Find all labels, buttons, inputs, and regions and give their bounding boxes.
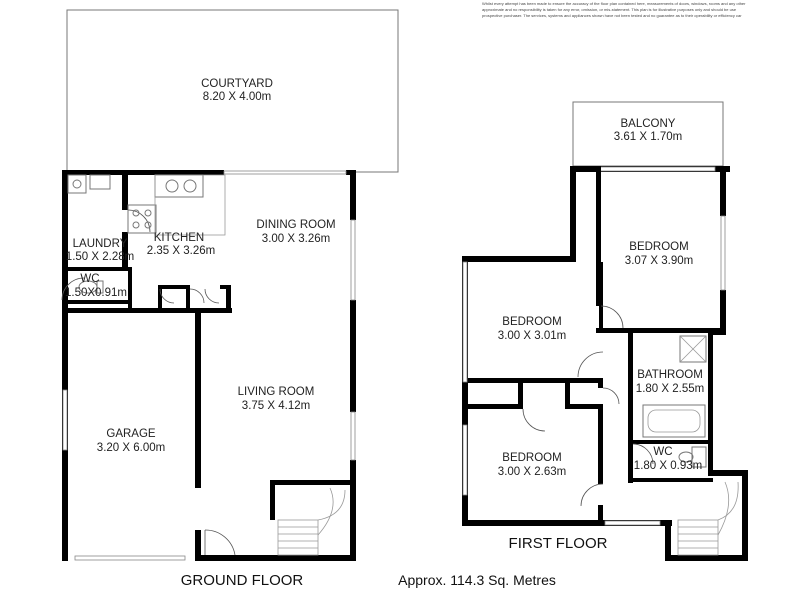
room-name: LIVING ROOM bbox=[238, 386, 315, 398]
room-name: BEDROOM bbox=[629, 241, 688, 253]
room-dining: DINING ROOM 3.00 X 3.26m bbox=[256, 219, 335, 245]
room-size: 3.20 X 6.00m bbox=[97, 442, 165, 454]
room-laundry: LAUNDRY 1.50 X 2.28m bbox=[66, 238, 134, 263]
room-name: COURTYARD bbox=[201, 78, 273, 90]
room-name: BALCONY bbox=[621, 118, 676, 130]
room-name: BATHROOM bbox=[637, 369, 703, 381]
disclaimer-line-2: approximate and no responsibility is tak… bbox=[482, 7, 737, 12]
first-floor-plan: BALCONY 3.61 X 1.70m BEDROOM 3.07 X 3.90… bbox=[462, 101, 748, 561]
room-size: 2.35 X 3.26m bbox=[147, 245, 215, 257]
room-bedroom-3: BEDROOM 3.00 X 2.63m bbox=[498, 452, 566, 478]
room-name: KITCHEN bbox=[154, 232, 204, 244]
disclaimer: Whilst every attempt has been made to en… bbox=[482, 1, 746, 18]
room-name: WC bbox=[653, 446, 672, 458]
room-courtyard: COURTYARD 8.20 X 4.00m bbox=[201, 78, 273, 103]
room-name: BEDROOM bbox=[502, 316, 561, 328]
room-wc-ground: WC 1.50X0.91m bbox=[65, 273, 127, 299]
ground-floor-title: GROUND FLOOR bbox=[181, 572, 304, 589]
disclaimer-line-1: Whilst every attempt has been made to en… bbox=[482, 1, 746, 6]
total-area: Approx. 114.3 Sq. Metres bbox=[398, 572, 556, 588]
room-size: 3.75 X 4.12m bbox=[242, 400, 310, 412]
room-size: 3.07 X 3.90m bbox=[625, 255, 693, 267]
room-size: 3.00 X 2.63m bbox=[498, 466, 566, 478]
room-name: WC bbox=[80, 273, 99, 285]
room-kitchen: KITCHEN 2.35 X 3.26m bbox=[147, 232, 215, 257]
room-balcony: BALCONY 3.61 X 1.70m bbox=[614, 118, 682, 143]
room-bathroom: BATHROOM 1.80 X 2.55m bbox=[636, 369, 704, 395]
room-size: 1.50 X 2.28m bbox=[66, 251, 134, 263]
room-size: 3.61 X 1.70m bbox=[614, 131, 682, 143]
first-floor-title: FIRST FLOOR bbox=[509, 535, 608, 552]
room-size: 3.00 X 3.01m bbox=[498, 330, 566, 342]
room-size: 1.80 X 2.55m bbox=[636, 383, 704, 395]
room-bedroom-1: BEDROOM 3.07 X 3.90m bbox=[625, 241, 693, 267]
room-name: LAUNDRY bbox=[73, 238, 128, 250]
room-living: LIVING ROOM 3.75 X 4.12m bbox=[238, 386, 315, 412]
room-name: DINING ROOM bbox=[256, 219, 335, 231]
room-size: 3.00 X 3.26m bbox=[262, 233, 330, 245]
room-size: 8.20 X 4.00m bbox=[203, 91, 271, 103]
room-name: GARAGE bbox=[106, 428, 156, 440]
room-name: BEDROOM bbox=[502, 452, 561, 464]
room-bedroom-2: BEDROOM 3.00 X 3.01m bbox=[498, 316, 566, 342]
room-wc-first: WC 1.80 X 0.93m bbox=[634, 446, 702, 472]
room-garage: GARAGE 3.20 X 6.00m bbox=[97, 428, 165, 454]
ground-floor-plan: COURTYARD 8.20 X 4.00m DINING ROOM 3.00 … bbox=[61, 9, 399, 589]
room-size: 1.50X0.91m bbox=[65, 287, 127, 299]
disclaimer-line-3: prospective purchaser. The services, sys… bbox=[482, 13, 742, 18]
room-size: 1.80 X 0.93m bbox=[634, 460, 702, 472]
